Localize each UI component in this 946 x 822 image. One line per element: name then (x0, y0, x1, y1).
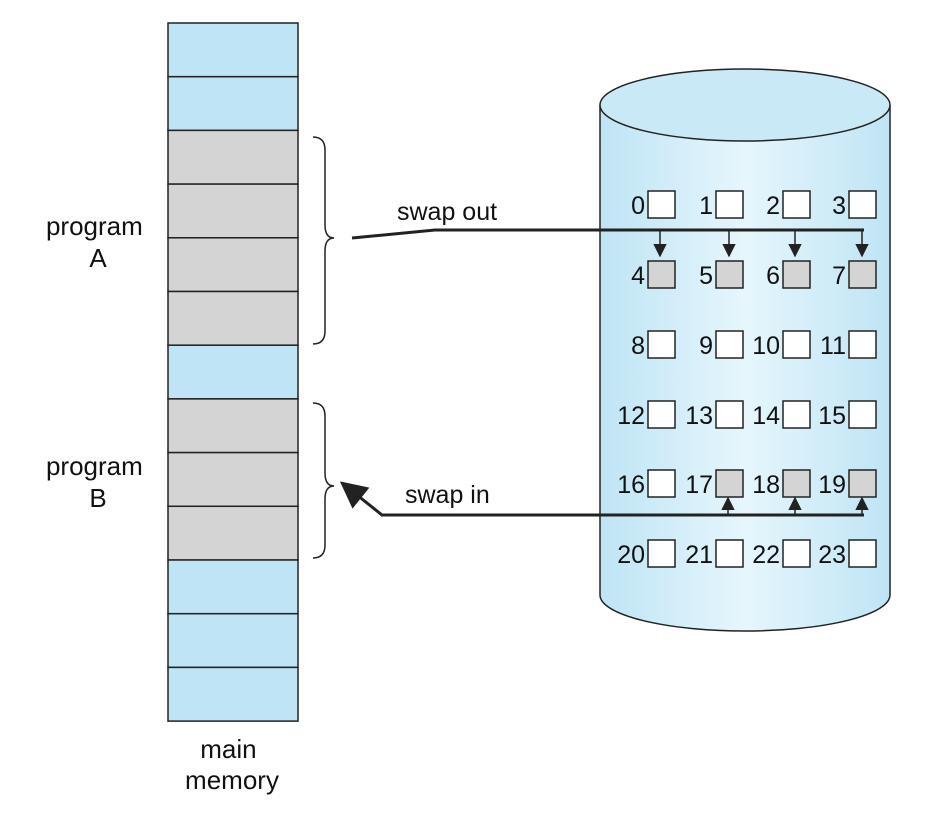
disk-block-label: 11 (820, 332, 846, 360)
disk-block-7 (848, 260, 877, 289)
disk-block-6 (782, 260, 811, 289)
disk-block-18 (782, 469, 811, 498)
disk-block-label: 18 (752, 471, 780, 499)
program-a-label: program A (46, 211, 150, 273)
disk-block-17 (715, 469, 744, 498)
disk-block-19 (848, 469, 877, 498)
disk-block-16 (647, 469, 676, 498)
disk-block-0 (647, 190, 676, 219)
swap-in-label: swap in (405, 481, 490, 509)
disk-block-8 (647, 330, 676, 359)
memory-block-free (167, 75, 299, 132)
disk-block-14 (782, 400, 811, 429)
disk-block-label: 4 (631, 262, 645, 290)
memory-block-program-b (167, 505, 299, 561)
main-memory-label: main memory (185, 734, 279, 795)
disk-block-23 (848, 539, 877, 568)
disk-block-21 (715, 539, 744, 568)
disk-block-label: 15 (818, 402, 846, 430)
program-b-brace (312, 402, 335, 559)
memory-block-free (167, 344, 299, 400)
disk-block-20 (647, 539, 676, 568)
memory-block-program-a (167, 183, 299, 239)
memory-block-program-a (167, 290, 299, 346)
disk-block-11 (848, 330, 877, 359)
swap-in-arrows (339, 481, 869, 517)
disk-block-3 (848, 190, 877, 219)
disk-block-9 (715, 330, 744, 359)
memory-block-free (167, 666, 299, 722)
disk-block-12 (647, 400, 676, 429)
disk-block-label: 23 (818, 541, 846, 569)
disk-block-label: 22 (752, 541, 780, 569)
memory-block-free (167, 22, 299, 78)
memory-block-free (167, 559, 299, 615)
disk-block-label: 17 (685, 471, 713, 499)
memory-block-program-a (167, 237, 299, 293)
disk-block-22 (782, 539, 811, 568)
memory-block-free (167, 612, 299, 669)
disk-block-label: 14 (752, 402, 780, 430)
disk-block-label: 5 (699, 262, 713, 290)
disk-top (599, 68, 891, 142)
disk-block-13 (715, 400, 744, 429)
disk-block-label: 6 (766, 262, 780, 290)
swap-out-arrows (351, 228, 869, 258)
backing-store-disk (599, 68, 891, 632)
disk-block-5 (715, 260, 744, 289)
disk-block-label: 21 (685, 541, 713, 569)
disk-block-2 (782, 190, 811, 219)
memory-block-program-b (167, 398, 299, 454)
disk-block-label: 0 (631, 192, 645, 220)
disk-block-label: 20 (617, 541, 645, 569)
disk-block-15 (848, 400, 877, 429)
disk-block-label: 9 (699, 332, 713, 360)
disk-block-label: 19 (818, 471, 846, 499)
program-a-brace (312, 136, 335, 345)
disk-block-10 (782, 330, 811, 359)
disk-block-label: 13 (685, 402, 713, 430)
disk-block-4 (647, 260, 676, 289)
swap-in-line (339, 481, 864, 517)
disk-block-label: 8 (631, 332, 645, 360)
disk-block-label: 16 (617, 471, 645, 499)
disk-block-label: 12 (617, 402, 645, 430)
disk-block-label: 3 (832, 192, 846, 220)
swap-out-label: swap out (397, 198, 497, 226)
memory-block-program-b (167, 451, 299, 508)
swap-out-line (351, 228, 864, 240)
disk-block-label: 10 (752, 332, 780, 360)
memory-block-program-a (167, 129, 299, 185)
program-b-label: program B (46, 451, 150, 513)
disk-block-label: 2 (766, 192, 780, 220)
main-memory-column (167, 22, 299, 722)
disk-block-1 (715, 190, 744, 219)
disk-body (599, 105, 891, 632)
disk-block-label: 7 (832, 262, 846, 290)
disk-block-label: 1 (699, 192, 713, 220)
